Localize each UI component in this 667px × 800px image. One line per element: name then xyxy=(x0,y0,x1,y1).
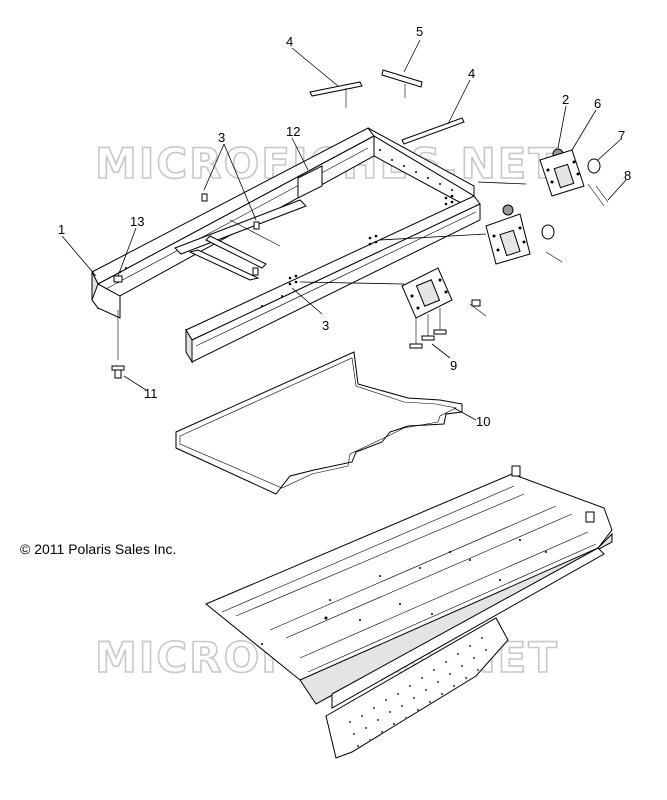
floor-panel xyxy=(175,351,463,495)
callout-1: 1 xyxy=(58,222,65,237)
callout-3-top: 3 xyxy=(218,130,225,145)
callout-2: 2 xyxy=(562,92,569,107)
callout-9: 9 xyxy=(450,358,457,373)
trim-strip-left xyxy=(309,81,363,108)
callout-3-bottom: 3 xyxy=(322,318,329,333)
cargo-box-bed xyxy=(205,465,613,759)
box-frame xyxy=(91,127,481,364)
rivet-group xyxy=(201,193,260,276)
callout-4-right: 4 xyxy=(468,66,475,81)
callout-10: 10 xyxy=(476,414,490,429)
leader-lines xyxy=(61,39,627,421)
hinge-upper xyxy=(539,148,609,207)
nut-13 xyxy=(113,275,123,283)
callout-13: 13 xyxy=(130,214,144,229)
trim-strip-right xyxy=(401,117,465,145)
perforation-pattern xyxy=(348,636,488,748)
callout-6: 6 xyxy=(594,96,601,111)
callout-7: 7 xyxy=(618,128,625,143)
callout-5: 5 xyxy=(416,24,423,39)
callout-11: 11 xyxy=(144,386,158,401)
hinge-middle xyxy=(485,204,563,265)
hinge-lower xyxy=(401,267,487,349)
callout-labels: 1 2 3 3 4 4 5 6 7 8 9 10 11 12 13 xyxy=(58,24,631,429)
bolt-11 xyxy=(111,310,125,379)
callout-8: 8 xyxy=(624,168,631,183)
copyright-text: © 2011 Polaris Sales Inc. xyxy=(20,541,176,557)
callout-4-left: 4 xyxy=(286,34,293,49)
callout-12: 12 xyxy=(286,124,300,139)
trim-strip-short xyxy=(381,69,423,98)
